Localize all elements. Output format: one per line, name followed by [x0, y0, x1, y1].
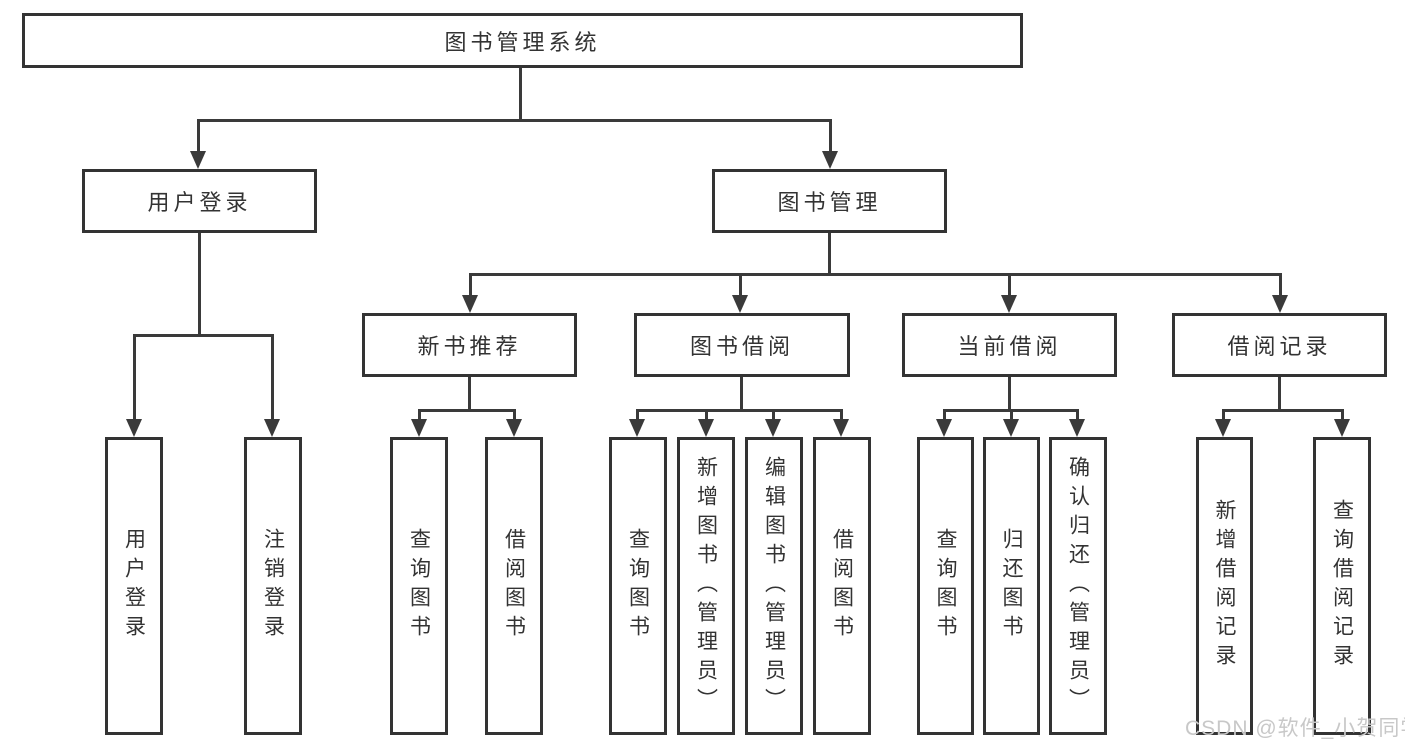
connector-drop-current-borrowing — [1008, 273, 1011, 296]
csdn-watermark: CSDN @软件_小贺同学 — [1185, 717, 1405, 740]
arrow-down-icon — [506, 419, 522, 437]
connector-drop — [1222, 409, 1225, 420]
connector-book-borrowing-branch — [636, 409, 843, 412]
arrow-down-icon — [411, 419, 427, 437]
connector-drop-book-management — [829, 119, 832, 152]
connector-drop — [772, 409, 775, 420]
leaf-add-borrow-record: 新增借阅记录 — [1196, 437, 1253, 735]
arrow-down-icon — [1334, 419, 1350, 437]
connector-drop — [513, 409, 516, 420]
connector-drop-new-book — [469, 273, 472, 296]
arrow-down-icon — [629, 419, 645, 437]
connector-root-stem — [519, 68, 522, 121]
arrow-down-icon — [264, 419, 280, 437]
connector-drop-borrowing-records — [1279, 273, 1282, 296]
node-root-library-system: 图书管理系统 — [22, 13, 1023, 68]
leaf-user-login: 用户登录 — [105, 437, 163, 735]
connector-book-management-branch — [469, 273, 1282, 276]
connector-book-borrowing-stem — [740, 377, 743, 412]
connector-book-management-stem — [828, 233, 831, 276]
arrow-down-icon — [1272, 295, 1288, 313]
node-borrowing-records: 借阅记录 — [1172, 313, 1387, 377]
arrow-down-icon — [732, 295, 748, 313]
leaf-edit-books-admin: 编辑图书（管理员） — [745, 437, 803, 735]
connector-drop — [1341, 409, 1344, 420]
connector-drop-leaf-logout — [271, 334, 274, 420]
node-current-borrowing: 当前借阅 — [902, 313, 1117, 377]
leaf-query-borrow-record: 查询借阅记录 — [1313, 437, 1371, 735]
leaf-query-books-current: 查询图书 — [917, 437, 974, 735]
connector-drop-book-borrowing — [739, 273, 742, 296]
leaf-query-books-recommend: 查询图书 — [390, 437, 448, 735]
leaf-logout: 注销登录 — [244, 437, 302, 735]
arrow-down-icon — [1215, 419, 1231, 437]
connector-drop — [418, 409, 421, 420]
arrow-down-icon — [462, 295, 478, 313]
arrow-down-icon — [765, 419, 781, 437]
connector-borrowing-records-branch — [1222, 409, 1343, 412]
connector-drop — [943, 409, 946, 420]
arrow-down-icon — [698, 419, 714, 437]
arrow-down-icon — [126, 419, 142, 437]
connector-new-book-stem — [468, 377, 471, 412]
arrow-down-icon — [1003, 419, 1019, 437]
connector-borrowing-records-stem — [1278, 377, 1281, 412]
connector-drop — [636, 409, 639, 420]
node-book-management: 图书管理 — [712, 169, 947, 233]
arrow-down-icon — [1069, 419, 1085, 437]
connector-user-login-stem — [198, 233, 201, 337]
leaf-confirm-return-admin: 确认归还（管理员） — [1049, 437, 1107, 735]
arrow-down-icon — [1001, 295, 1017, 313]
arrow-down-icon — [833, 419, 849, 437]
connector-drop-leaf-user-login — [133, 334, 136, 420]
leaf-borrow-books-borrowing: 借阅图书 — [813, 437, 871, 735]
connector-drop — [1010, 409, 1013, 420]
connector-drop — [840, 409, 843, 420]
node-new-book-recommendation: 新书推荐 — [362, 313, 577, 377]
node-book-borrowing: 图书借阅 — [634, 313, 850, 377]
arrow-down-icon — [936, 419, 952, 437]
connector-drop-user-login — [197, 119, 200, 152]
leaf-query-books-borrowing: 查询图书 — [609, 437, 667, 735]
leaf-return-books: 归还图书 — [983, 437, 1040, 735]
leaf-borrow-books-recommend: 借阅图书 — [485, 437, 543, 735]
connector-new-book-branch — [418, 409, 516, 412]
connector-root-branch — [197, 119, 832, 122]
arrow-down-icon — [822, 151, 838, 169]
arrow-down-icon — [190, 151, 206, 169]
connector-drop — [1076, 409, 1079, 420]
connector-current-borrowing-stem — [1008, 377, 1011, 412]
connector-user-login-branch — [133, 334, 274, 337]
leaf-add-books-admin: 新增图书（管理员） — [677, 437, 735, 735]
node-user-login: 用户登录 — [82, 169, 317, 233]
connector-drop — [705, 409, 708, 420]
